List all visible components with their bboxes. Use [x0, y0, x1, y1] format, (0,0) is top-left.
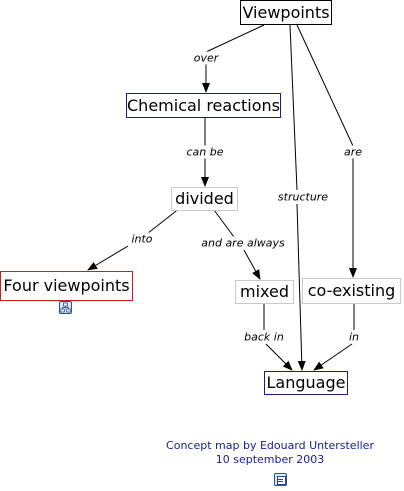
link-label-back-in: back in: [242, 330, 286, 344]
link-label-into: into: [129, 232, 155, 246]
map-credit-date: 10 september 2003: [215, 453, 325, 466]
node-divided[interactable]: divided: [171, 187, 238, 211]
link-label-and-are-always: and are always: [199, 236, 287, 250]
edge-and-are-always-mixed: [243, 249, 261, 280]
edge-viewpoints-are: [296, 24, 354, 147]
node-viewpoints[interactable]: Viewpoints: [240, 0, 332, 25]
edge-viewpoints-over: [205, 24, 265, 53]
node-chemical-reactions[interactable]: Chemical reactions: [126, 93, 281, 118]
edge-viewpoints-structure: [289, 24, 298, 191]
edge-divided-into: [142, 207, 181, 238]
map-credit-author: Concept map by Edouard Untersteller: [166, 439, 374, 452]
node-four-viewpoints[interactable]: Four viewpoints: [0, 271, 133, 301]
node-four-viewpoints-label: Four viewpoints: [3, 276, 130, 295]
link-label-over: over: [191, 51, 221, 65]
node-divided-label: divided: [175, 189, 234, 208]
map-credit: Concept map by Edouard Untersteller 10 s…: [160, 439, 380, 467]
link-label-are: are: [341, 145, 365, 159]
node-viewpoints-label: Viewpoints: [242, 2, 330, 22]
node-mixed-label: mixed: [239, 282, 289, 301]
link-label-can-be: can be: [184, 145, 226, 159]
node-chemical-reactions-label: Chemical reactions: [127, 95, 280, 115]
edge-divided-and-are-always: [213, 209, 235, 238]
node-co-existing-label: co-existing: [307, 281, 396, 300]
edge-into-four-viewpoints: [87, 245, 129, 271]
document-icon-page: [277, 476, 286, 485]
document-icon-line: [278, 479, 283, 480]
edge-in-language: [313, 343, 353, 371]
edge-back-in-language: [265, 343, 293, 371]
edge-structure-language: [296, 203, 306, 371]
link-label-in: in: [346, 330, 362, 344]
node-mixed[interactable]: mixed: [235, 280, 294, 304]
concept-map-icon[interactable]: [59, 301, 72, 314]
link-label-structure: structure: [275, 190, 331, 204]
node-language-label: Language: [266, 373, 346, 392]
document-icon[interactable]: [274, 473, 287, 486]
document-icon-line: [278, 481, 283, 482]
node-co-existing[interactable]: co-existing: [302, 278, 401, 304]
node-language[interactable]: Language: [264, 371, 348, 395]
